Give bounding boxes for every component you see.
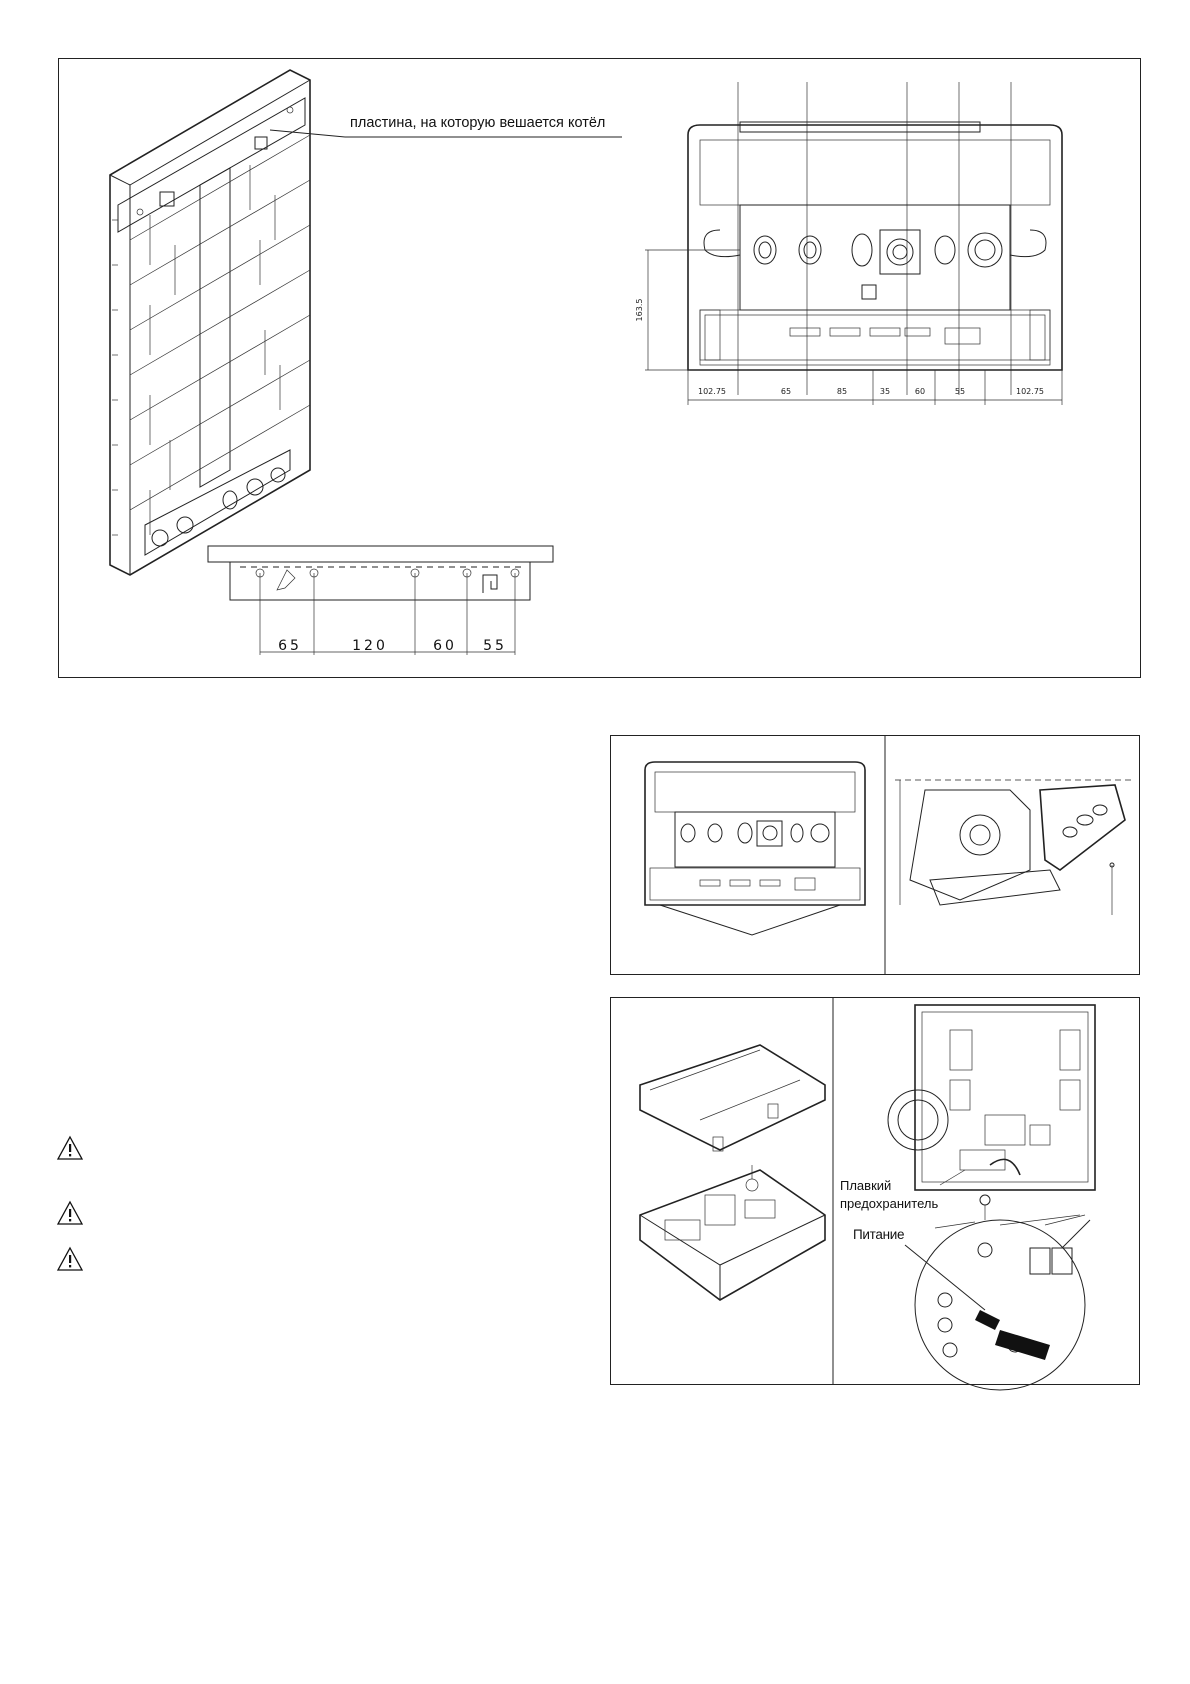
electrical-box-drawing <box>639 997 1096 1391</box>
svg-text:102.75: 102.75 <box>698 387 726 396</box>
figure-installation-frame <box>58 58 1141 678</box>
fuse-label-line1: Плавкий <box>840 1178 892 1193</box>
svg-text:102.75: 102.75 <box>1016 387 1044 396</box>
power-label: Питание <box>853 1227 905 1242</box>
svg-text:65: 65 <box>781 387 791 396</box>
warning-triangle-icon <box>56 1246 84 1271</box>
wall-mounting-drawing: 65 120 60 55 <box>109 69 622 655</box>
fuse-label-line2: предохранитель <box>840 1196 939 1211</box>
bottom-dim-1: 65 <box>278 638 302 654</box>
warning-triangle-icon <box>56 1200 84 1225</box>
boiler-side-dim: 163.5 <box>635 299 644 322</box>
svg-text:60: 60 <box>915 387 925 396</box>
figure-casing-frame <box>610 735 1140 975</box>
bottom-dim-2: 120 <box>352 638 388 654</box>
bottom-dim-3: 60 <box>433 638 457 654</box>
svg-text:85: 85 <box>837 387 847 396</box>
boiler-bottom-view-drawing: 163.5 102.75 65 85 35 60 55 102.75 <box>635 82 1063 405</box>
figure-electrical-frame <box>610 997 1140 1385</box>
plate-label: пластина, на которую вешается котёл <box>350 115 606 131</box>
bottom-dim-4: 55 <box>483 638 507 654</box>
warning-triangle-icon <box>56 1135 84 1160</box>
casing-screws-drawing <box>644 735 1135 975</box>
svg-text:35: 35 <box>880 387 890 396</box>
svg-text:55: 55 <box>955 387 965 396</box>
